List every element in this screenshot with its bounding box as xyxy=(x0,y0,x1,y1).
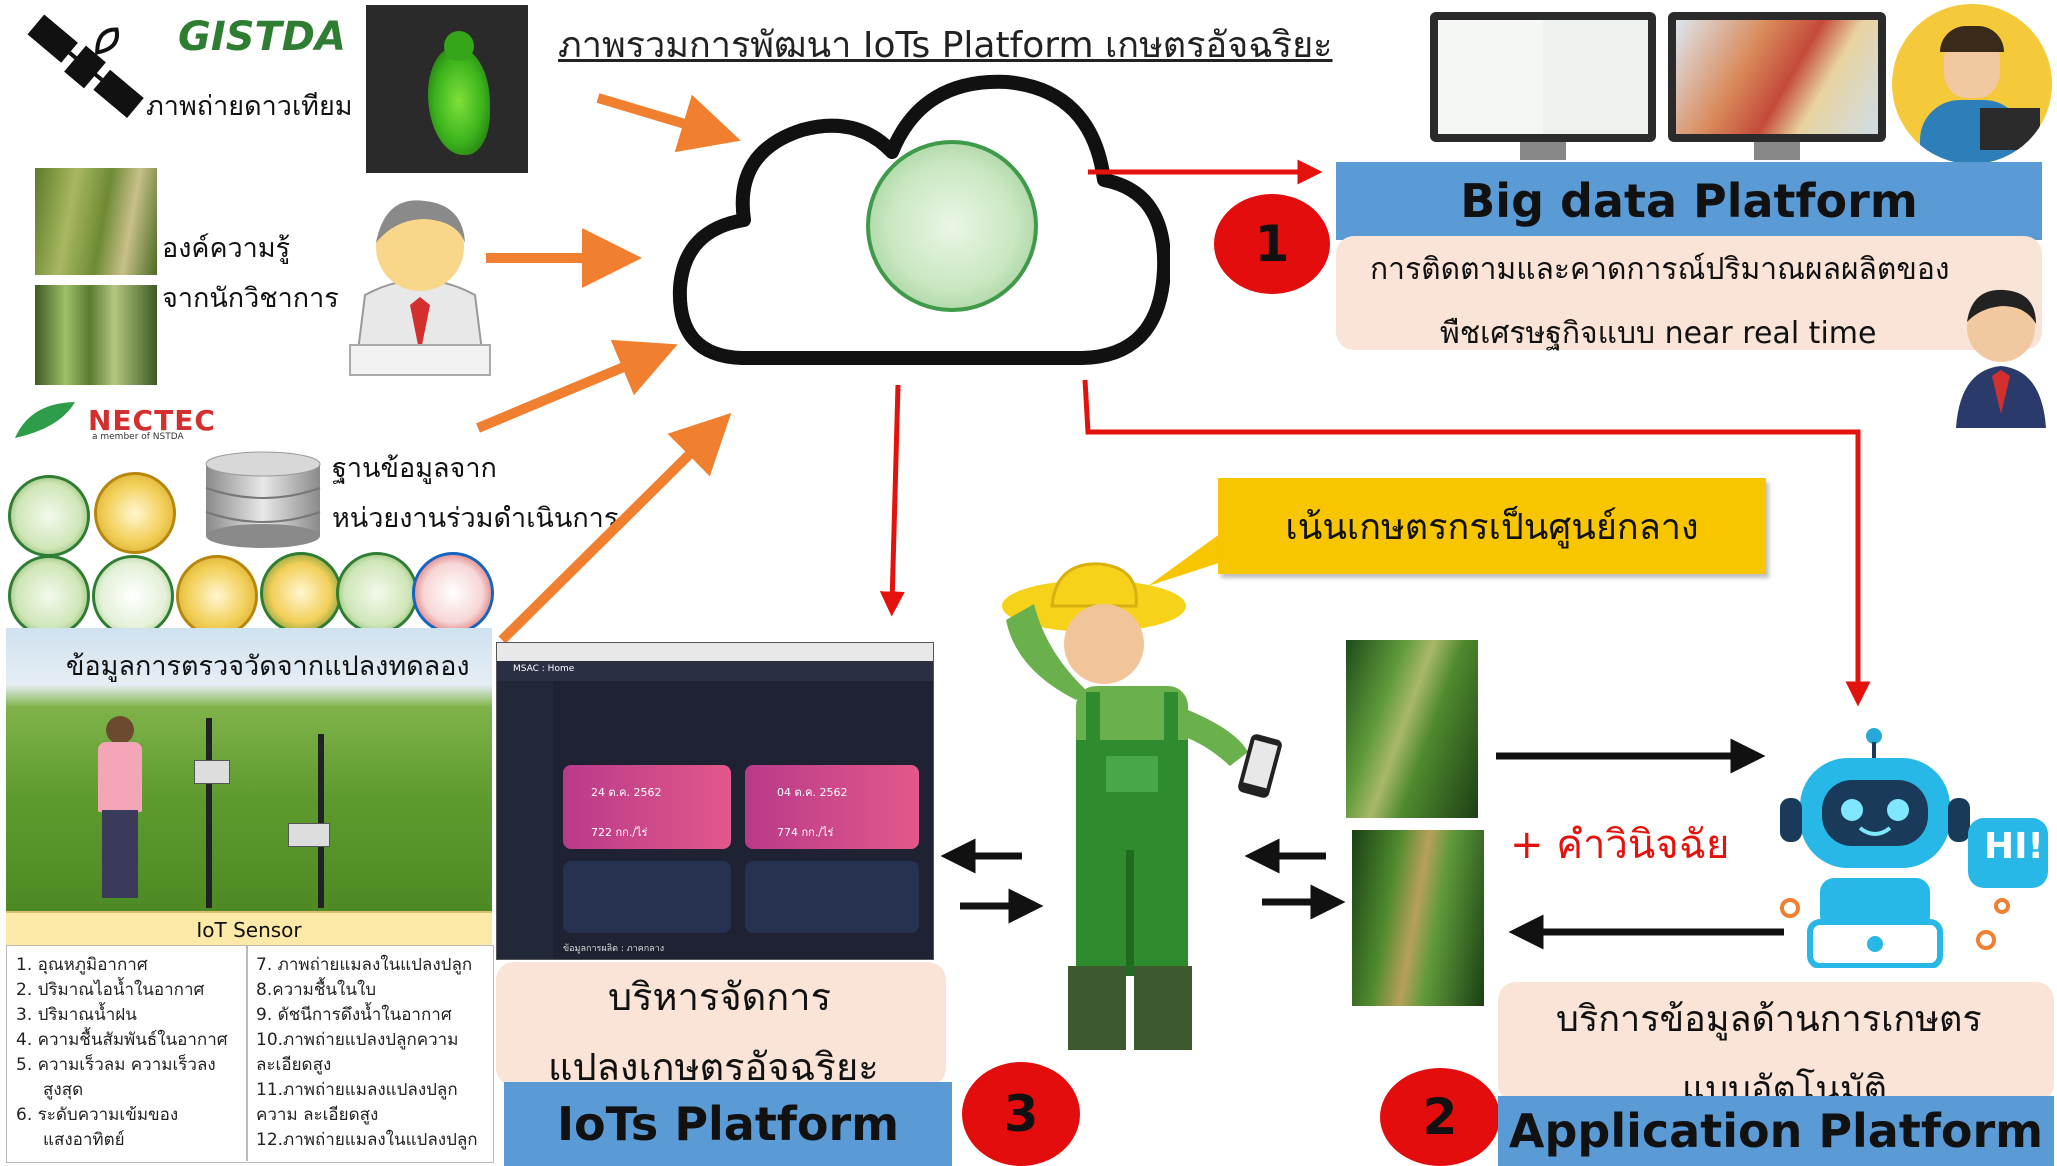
manage-line1: บริหารจัดการ xyxy=(608,975,832,1019)
robot-assistant-icon xyxy=(1764,728,2054,968)
diagnosis-label: + คำวินิจฉัย xyxy=(1510,822,1730,868)
analyst-avatar xyxy=(1892,4,2052,164)
field-photo xyxy=(6,628,492,911)
agency-seal-7 xyxy=(336,552,418,634)
app-platform-banner: Application Platform xyxy=(1498,1096,2054,1166)
monitor-1 xyxy=(1430,12,1656,160)
farmer-centric-text: เน้นเกษตรกรเป็นศูนย์กลาง xyxy=(1285,506,1699,548)
gistda-logo: GISTDA xyxy=(178,14,346,60)
big-data-desc-line2: พืชเศรษฐกิจแบบ near real time xyxy=(1440,316,1877,351)
sensor-item: 3. ปริมาณน้ำฝน xyxy=(16,1005,137,1025)
step-number-1-label: 1 xyxy=(1254,215,1290,273)
speech-bubble-tail xyxy=(1148,528,1228,588)
dashboard-card-1-date: 24 ต.ค. 2562 xyxy=(591,786,662,799)
rice-leaf-image xyxy=(35,168,157,275)
app-platform-title: Application Platform xyxy=(1508,1104,2044,1158)
sensor-item: 9. ดัชนีการดึงน้ำในอากาศ xyxy=(256,1005,452,1025)
dashboard-card-1 xyxy=(563,765,731,849)
big-data-desc-box xyxy=(1336,236,2042,350)
dashboard-card-2-date: 04 ต.ค. 2562 xyxy=(777,786,848,799)
sensor-item: ความ ละเอียดสูง xyxy=(256,1105,379,1125)
dashboard-app-name: MSAC : Home xyxy=(513,664,575,674)
sensor-item: 5. ความเร็วลม ความเร็วลง xyxy=(16,1055,216,1075)
agency-seal-5 xyxy=(176,555,258,637)
iot-sensor-header: IoT Sensor xyxy=(6,911,492,947)
step-number-3-label: 3 xyxy=(1003,1085,1039,1143)
nectec-logo: NECTEC xyxy=(88,404,216,437)
sensor-item: 7. ภาพถ่ายแมลงในแปลงปลูก xyxy=(256,955,473,975)
sensor-item: สูงสุด xyxy=(16,1080,84,1100)
dashboard-screenshot: MSAC : Home 24 ต.ค. 2562 722 กก./ไร่ 04 … xyxy=(496,642,934,960)
agency-seal-8 xyxy=(412,552,494,634)
dashboard-card-2 xyxy=(745,765,919,849)
sensor-item: 1. อุณหภูมิอากาศ xyxy=(16,955,148,975)
rice-stem-image xyxy=(35,285,157,385)
monitor-2 xyxy=(1668,12,1886,160)
manage-line2: แปลงเกษตรอัจฉริยะ xyxy=(548,1045,879,1089)
database-label-line1: ฐานข้อมูลจาก xyxy=(332,453,497,484)
big-data-banner: Big data Platform xyxy=(1336,162,2042,240)
iot-platform-banner: IoTs Platform xyxy=(504,1082,952,1166)
agency-seal-1 xyxy=(8,475,90,557)
big-data-desc-line1: การติดตามและคาดการณ์ปริมาณผลผลิตของ xyxy=(1370,252,1950,287)
sensor-item: 6. ระดับความเข้มของ xyxy=(16,1105,179,1125)
step-number-1: 1 xyxy=(1214,194,1330,294)
big-data-title: Big data Platform xyxy=(1460,174,1918,228)
field-caption: ข้อมูลการตรวจวัดจากแปลงทดลอง xyxy=(66,651,470,682)
sensor-item: 8.ความชื้นในใบ xyxy=(256,980,377,1000)
app-desc-box xyxy=(1498,982,2054,1102)
ministry-seal-icon xyxy=(866,140,1038,312)
sensor-divider xyxy=(246,945,248,1161)
robot-hi-label: HI! xyxy=(1984,826,2044,867)
knowledge-label-line1: องค์ความรู้ xyxy=(162,233,291,264)
satellite-icon xyxy=(10,8,160,126)
sensor-item: แสงอาทิตย์ xyxy=(16,1130,125,1150)
sensor-item: 11.ภาพถ่ายแมลงแปลงปลูก xyxy=(256,1080,458,1100)
step-number-3: 3 xyxy=(962,1062,1080,1166)
businessman-icon xyxy=(1950,278,2052,428)
knowledge-label-line2: จากนักวิชาการ xyxy=(162,283,339,314)
sensor-item: 12.ภาพถ่ายแมลงในแปลงปลูก xyxy=(256,1130,478,1150)
dashboard-card-2-value: 774 กก./ไร่ xyxy=(777,826,834,839)
iot-platform-title: IoTs Platform xyxy=(556,1097,900,1151)
iot-sensor-header-label: IoT Sensor xyxy=(196,918,302,942)
sensor-list-box xyxy=(6,945,494,1163)
satellite-label: ภาพถ่ายดาวเทียม xyxy=(146,91,353,122)
farmer-illustration xyxy=(976,560,1316,1060)
database-label-line2: หน่วยงานร่วมดำเนินการ xyxy=(332,503,619,534)
page-title: ภาพรวมการพัฒนา IoTs Platform เกษตรอัจฉริ… xyxy=(558,25,1333,66)
sensor-item: 2. ปริมาณไอน้ำในอากาศ xyxy=(16,980,205,1000)
sensor-item: 4. ความชื้นสัมพันธ์ในอากาศ xyxy=(16,1030,228,1050)
step-number-2: 2 xyxy=(1380,1068,1500,1166)
sensor-item: 10.ภาพถ่ายแปลงปลูกความ xyxy=(256,1030,459,1050)
manage-desc-box xyxy=(496,962,946,1086)
agency-seal-2 xyxy=(94,472,176,554)
diseased-leaf-photo-2 xyxy=(1352,830,1484,1006)
agency-seal-4 xyxy=(92,555,174,637)
agency-seal-6 xyxy=(260,552,342,634)
diseased-leaf-photo-1 xyxy=(1346,640,1478,818)
nectec-subtitle: a member of NSTDA xyxy=(92,432,184,442)
step-number-2-label: 2 xyxy=(1422,1088,1458,1146)
dashboard-footer-label: ข้อมูลการผลิต : ภาคกลาง xyxy=(563,944,665,954)
leaf-logo-icon xyxy=(10,398,80,446)
satellite-map-image xyxy=(366,5,528,173)
sensor-list-col1: 1. อุณหภูมิอากาศ 2. ปริมาณไอน้ำในอากาศ 3… xyxy=(16,953,228,1153)
agency-seal-3 xyxy=(8,555,90,637)
academic-person-icon xyxy=(345,185,495,380)
farmer-centric-bubble: เน้นเกษตรกรเป็นศูนย์กลาง xyxy=(1218,478,1766,574)
database-icon xyxy=(200,448,326,548)
dashboard-card-1-value: 722 กก./ไร่ xyxy=(591,826,648,839)
sensor-list-col2: 7. ภาพถ่ายแมลงในแปลงปลูก 8.ความชื้นในใบ … xyxy=(256,953,478,1153)
sensor-item: ละเอียดสูง xyxy=(256,1055,332,1075)
app-desc-line1: บริการข้อมูลด้านการเกษตร xyxy=(1556,999,1982,1040)
